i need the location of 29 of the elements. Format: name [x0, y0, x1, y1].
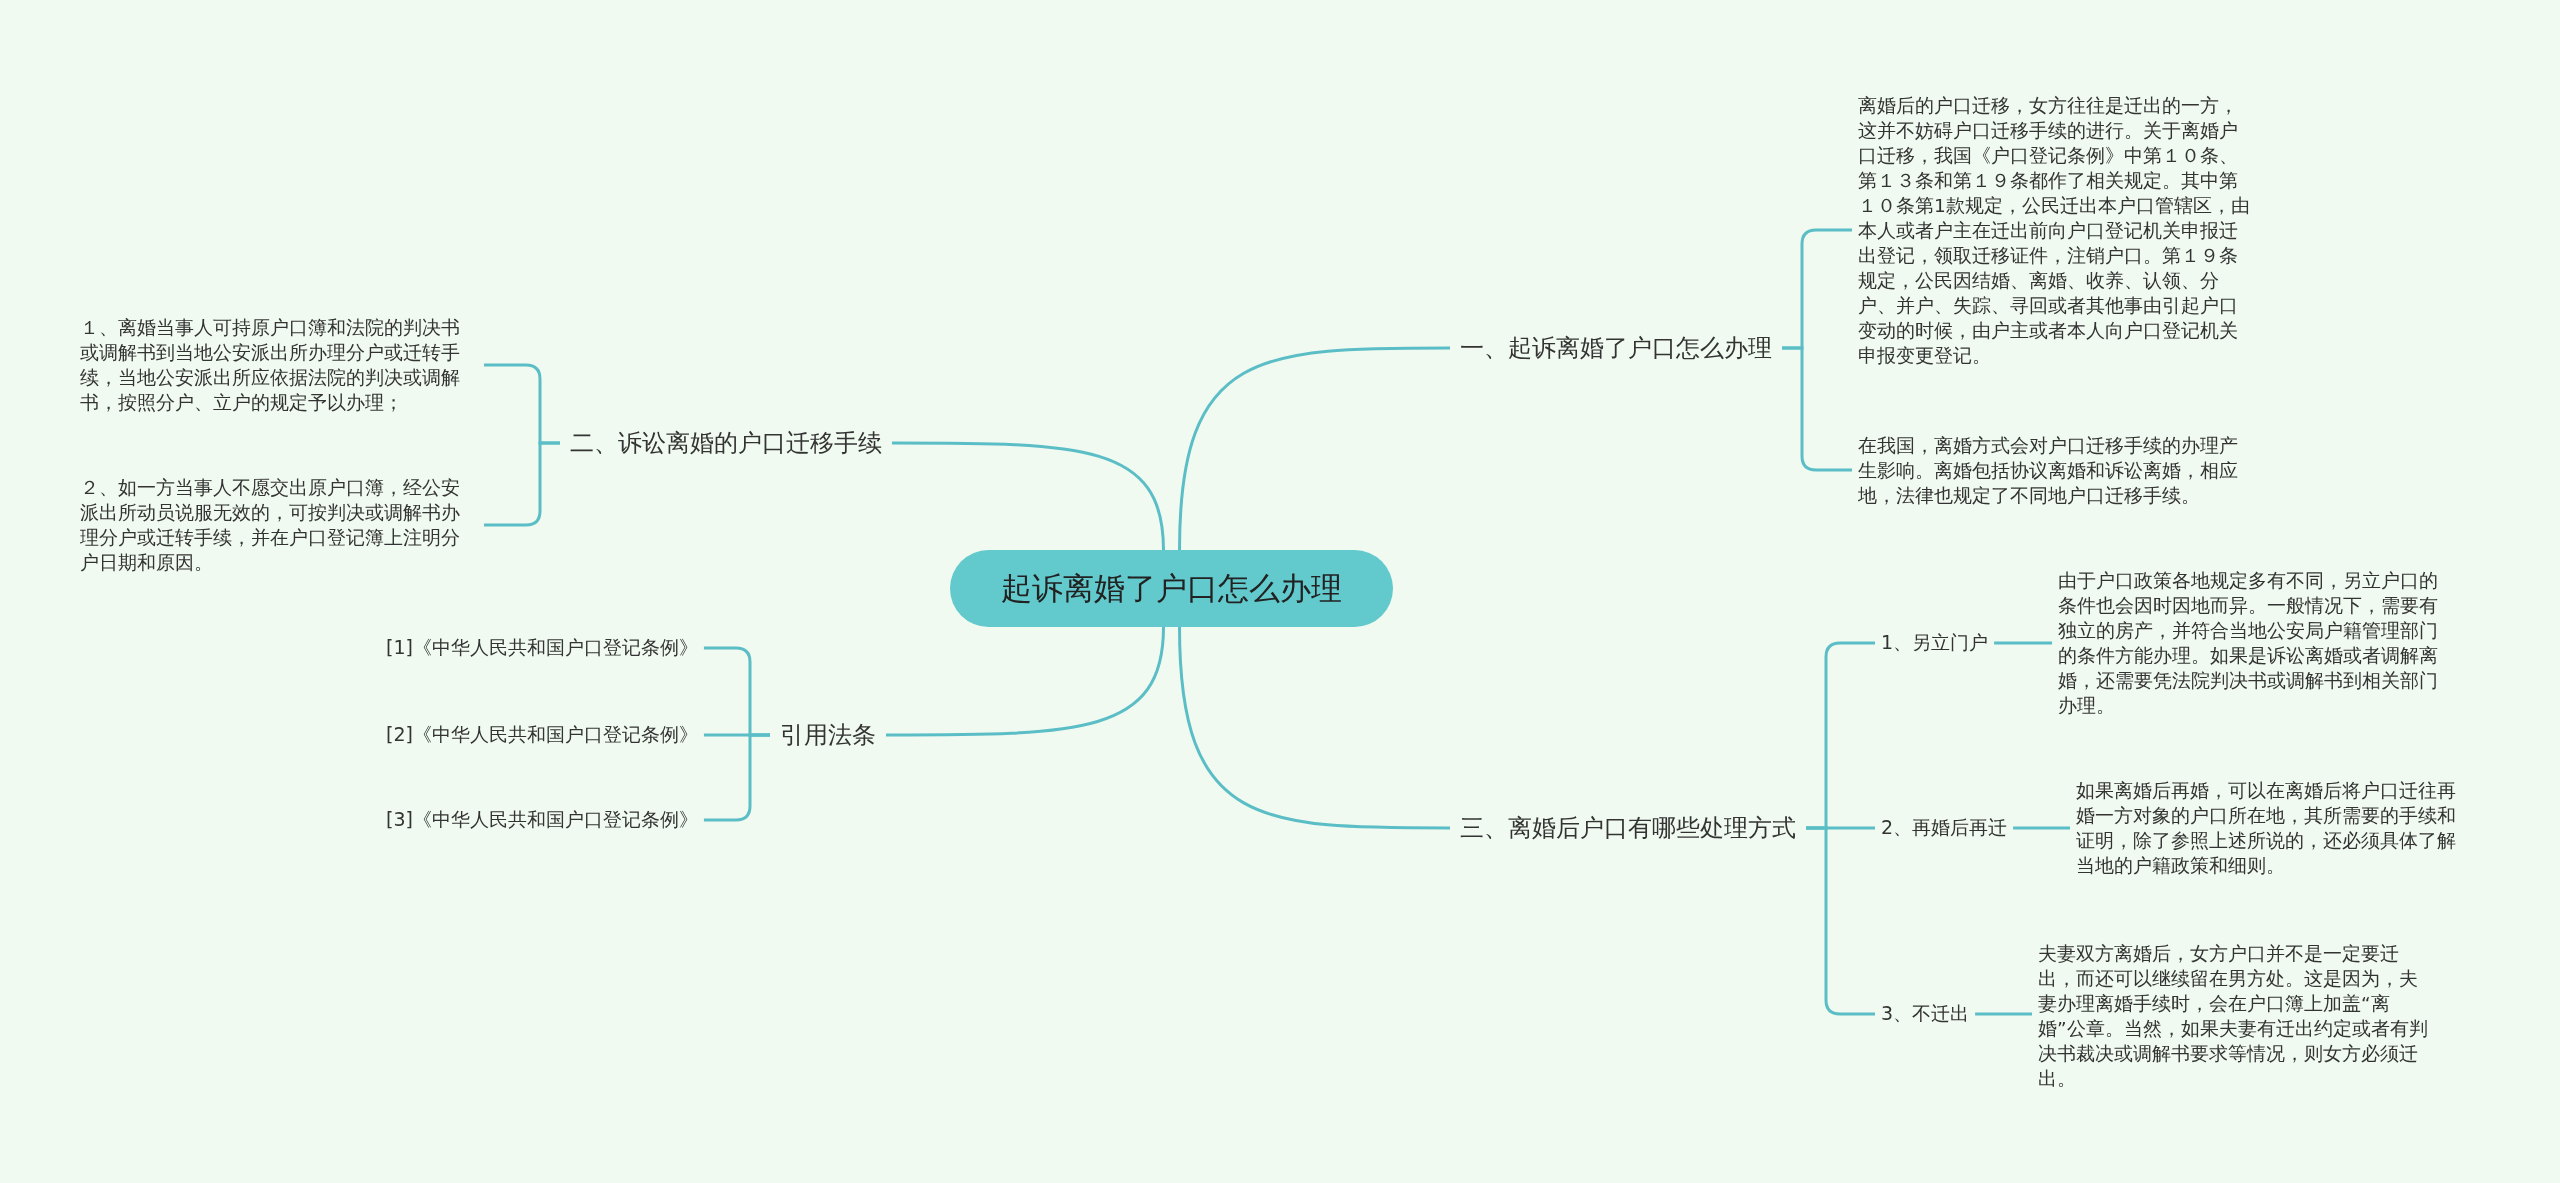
branch-topic: 一、起诉离婚了户口怎么办理 [1450, 332, 1782, 364]
subtopic-label: [2]《中华人民共和国户口登记条例》 [380, 722, 704, 748]
subtopic-label: 3、不迁出 [1875, 1001, 1976, 1027]
note-text: ２、如一方当事人不愿交出原户口簿，经公安派出所动员说服无效的，可按判决或调解书办理分户或迁转手续，并在户口登记簿上注明分户日期和原因。 [74, 475, 484, 575]
connector-line [1782, 346, 1852, 472]
connector-line [703, 733, 770, 822]
note-text: 在我国，离婚方式会对户口迁移手续的办理产生影响。离婚包括协议离婚和诉讼离婚，相应地，法律也规定了不同地户口迁移手续。 [1852, 432, 2262, 508]
subtopic-label: 1、另立门户 [1875, 630, 1995, 656]
subtopic-label: [1]《中华人民共和国户口登记条例》 [380, 635, 704, 661]
connector-line [1178, 346, 1450, 551]
note-text: 如果离婚后再婚，可以在离婚后将户口迁往再婚一方对象的户口所在地，其所需要的手续和证明，除了参照上述所说的，还必须具体了解当地的户籍政策和细则。 [2070, 778, 2480, 878]
connector-line [1975, 1012, 2032, 1016]
branch-topic: 二、诉讼离婚的户口迁移手续 [560, 427, 892, 459]
branch-topic: 引用法条 [770, 719, 886, 751]
connector-line [892, 441, 1165, 551]
note-text: 夫妻双方离婚后，女方户口并不是一定要迁出，而还可以继续留在男方处。这是因为，夫妻办理离婚手续时，会在户口簿上加盖“离婚”公章。当然，如果夫妻有迁出约定或者有判决书裁决或调解书要求等情况，则女方必须迁出。 [2032, 941, 2442, 1091]
subtopic-label: 2、再婚后再迁 [1875, 815, 2014, 841]
connector-line [2013, 826, 2070, 830]
note-text: １、离婚当事人可持原户口簿和法院的判决书或调解书到当地公安派出所办理分户或迁转手续，当地公安派出所应依据法院的判决或调解书，按照分户、立户的规定予以办理； [74, 315, 484, 415]
connector-line [1806, 826, 1875, 1016]
connector-line [484, 441, 560, 527]
note-text: 由于户口政策各地规定多有不同，另立户口的条件也会因时因地而异。一般情况下，需要有独立的房产，并符合当地公安局户籍管理部门的条件方能办理。如果是诉讼离婚或者调解离婚，还需要凭法院判决书或调解书到相关部门办理。 [2052, 568, 2462, 718]
connector-line [1178, 626, 1450, 830]
connector-line [886, 626, 1165, 737]
connector-line [1994, 641, 2052, 645]
note-text: 离婚后的户口迁移，女方往往是迁出的一方，这并不妨碍户口迁移手续的进行。关于离婚户口迁移，我国《户口登记条例》中第１０条、第１３条和第１９条都作了相关规定。其中第１０条第1款规定，公民迁出本户口管辖区，由本人或者户主在迁出前向户口登记机关申报迁出登记，领取迁移证件，注销户口。第１９条规定，公民因结婚、离婚、收养、认领、分户、并户、失踪、寻回或者其他事由引起户口变动的时候，由户主或者本人向户口登记机关申报变更登记。 [1852, 92, 2262, 368]
branch-topic: 三、离婚后户口有哪些处理方式 [1450, 812, 1806, 844]
subtopic-label: [3]《中华人民共和国户口登记条例》 [380, 807, 704, 833]
central-topic: 起诉离婚了户口怎么办理 [950, 550, 1393, 627]
